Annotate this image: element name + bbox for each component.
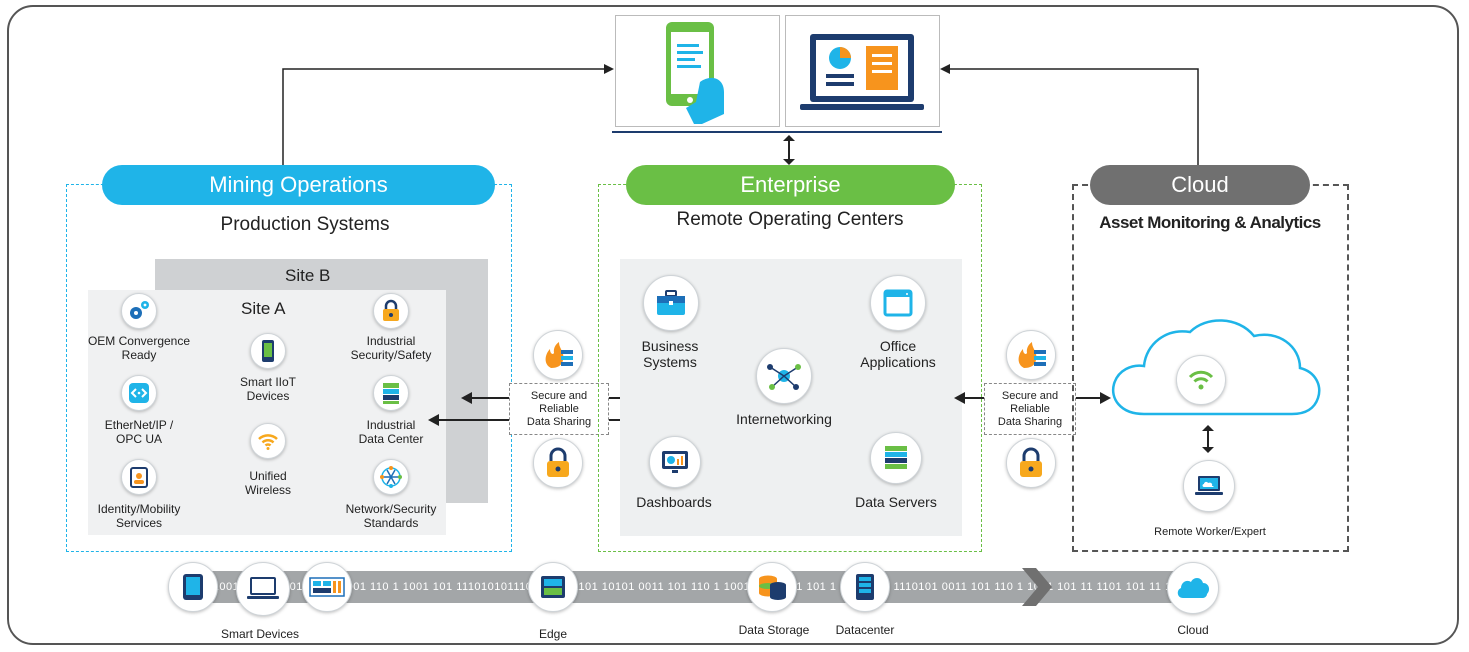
secure-lock-icon — [1006, 438, 1056, 488]
industrial-data-center-icon — [373, 375, 409, 411]
tablet-icon — [168, 562, 218, 612]
oem-convergence-icon — [121, 293, 157, 329]
datacenter-label: Datacenter — [835, 623, 895, 637]
enterprise-pill: Enterprise — [626, 165, 955, 205]
unified-wireless-icon — [250, 423, 286, 459]
cloud-pill: Cloud — [1090, 165, 1310, 205]
site-a-label: Site A — [241, 299, 286, 318]
ethernet-ip-icon — [121, 375, 157, 411]
edge-label: Edge — [538, 627, 568, 641]
data-servers-label: Data Servers — [855, 494, 937, 510]
mining-to-devices-arrow — [282, 64, 614, 168]
laptop-device-panel — [785, 15, 940, 127]
asset-monitoring-title: Asset Monitoring & Analytics — [1099, 213, 1321, 232]
firewall-icon — [533, 330, 583, 380]
network-security-icon — [373, 459, 409, 495]
smartphone-hand-icon — [666, 22, 724, 124]
edge-devices-icon — [302, 562, 352, 612]
firewall-icon — [1006, 330, 1056, 380]
cloud-icon — [1167, 562, 1219, 614]
office-applications-icon — [870, 275, 926, 331]
business-systems-icon — [643, 275, 699, 331]
cloud-wifi-icon — [1176, 355, 1226, 405]
laptop-icon — [800, 34, 924, 110]
edge-icon — [528, 562, 578, 612]
site-b-label: Site B — [285, 266, 331, 285]
remote-worker-label: Remote Worker/Expert — [1154, 526, 1266, 538]
secure-lock-icon — [533, 438, 583, 488]
internetworking-label: Internetworking — [736, 411, 832, 427]
mining-operations-pill: Mining Operations — [102, 165, 495, 205]
cloud-to-devices-arrow — [940, 64, 1199, 168]
remote-operating-centers-title: Remote Operating Centers — [676, 209, 904, 230]
cloud-worker-arrow — [1202, 425, 1214, 453]
production-systems-title: Production Systems — [220, 214, 390, 235]
data-storage-icon — [747, 562, 797, 612]
identity-mobility-icon — [121, 459, 157, 495]
smart-devices-label: Smart Devices — [220, 627, 300, 641]
dashboards-icon — [649, 436, 701, 488]
data-storage-label: Data Storage — [738, 623, 810, 637]
ethernet-ip-label: EtherNet/IP /OPC UA — [104, 418, 174, 446]
smart-iiot-icon — [250, 333, 286, 369]
cloud-label: Cloud — [1177, 623, 1209, 637]
diagram-frame — [7, 5, 1459, 645]
laptop-outline-icon — [236, 562, 290, 616]
internetworking-icon — [756, 348, 812, 404]
chevron-right-icon — [1022, 568, 1052, 606]
industrial-security-icon — [373, 293, 409, 329]
datacenter-icon — [840, 562, 890, 612]
mobile-device-panel — [615, 15, 780, 127]
devices-underline — [612, 131, 942, 133]
remote-worker-icon — [1183, 460, 1235, 512]
data-servers-icon — [870, 432, 922, 484]
dashboards-label: Dashboards — [636, 494, 712, 510]
